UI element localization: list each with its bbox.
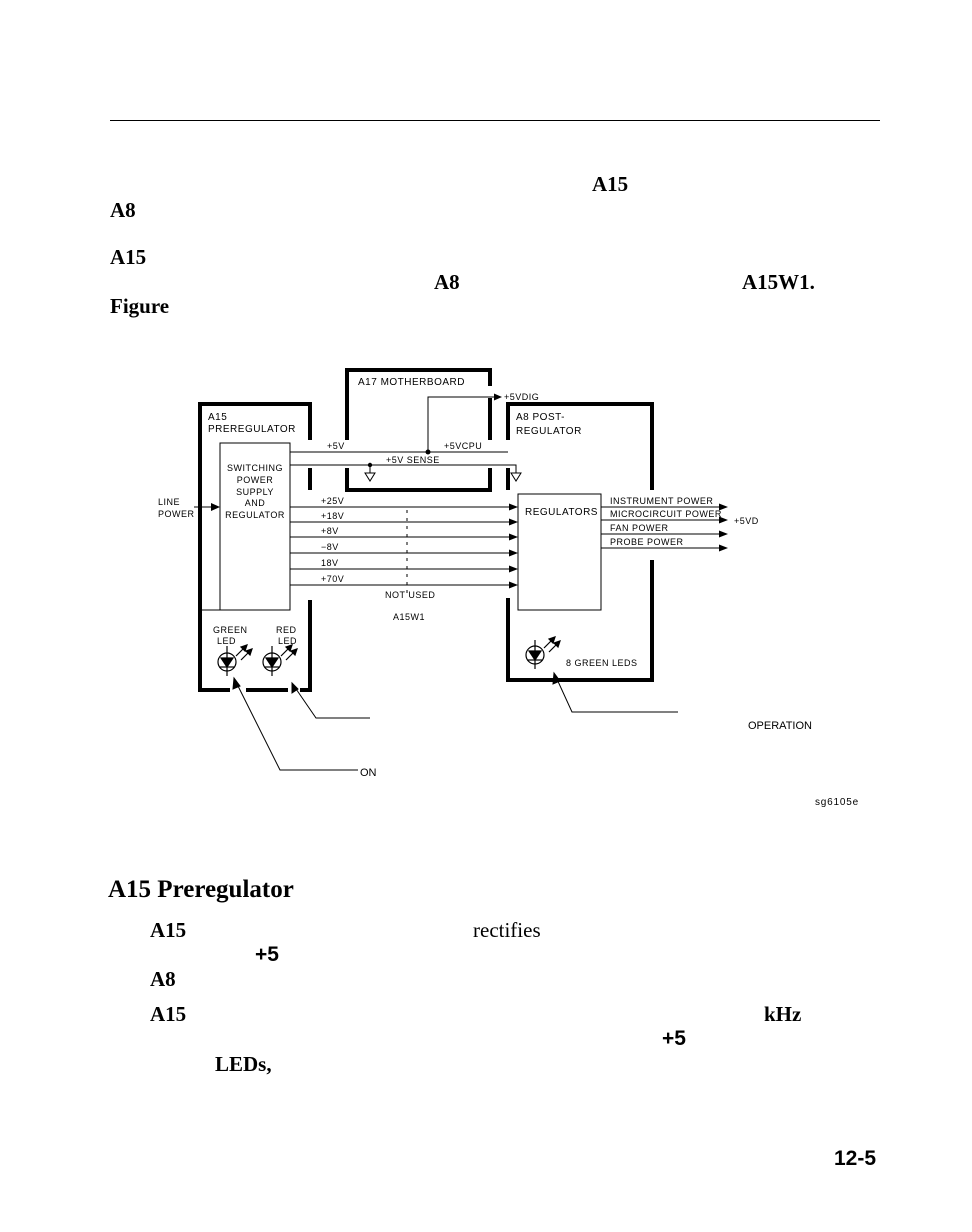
plus5v-label: +5V [327, 441, 345, 451]
supply-label: REGULATOR [225, 510, 285, 520]
text-fragment: +5 [255, 943, 279, 966]
output-power-lines: INSTRUMENT POWER MICROCIRCUIT POWER FAN PO… [601, 496, 728, 552]
text-fragment: rectifies [473, 918, 541, 942]
callout-lines [232, 671, 678, 771]
output-line: MICROCIRCUIT POWER [601, 509, 728, 524]
not-used-label: NOT USED [385, 590, 435, 600]
supply-label: AND [245, 498, 266, 508]
text-fragment: kHz [764, 1002, 802, 1026]
output-label: MICROCIRCUIT POWER [610, 509, 722, 519]
output-line: FAN POWER [601, 523, 728, 538]
output-label: FAN POWER [610, 523, 669, 533]
line-power-label: POWER [158, 509, 195, 519]
page-number: 12-5 [834, 1147, 877, 1170]
text-fragment: A15 [592, 172, 629, 196]
text-fragment: A15W1. [742, 270, 815, 294]
dc-rail: 18V [290, 558, 518, 573]
green-led-label: GREEN [213, 625, 248, 635]
output-line: INSTRUMENT POWER [601, 496, 728, 511]
a15-label: PREREGULATOR [208, 424, 296, 435]
on-callout: ON [360, 767, 377, 779]
header-rule [110, 120, 880, 121]
rail-label: +25V [321, 496, 344, 506]
red-led-label: LED [278, 636, 297, 646]
a8-leds-label: 8 GREEN LEDS [566, 658, 638, 668]
dc-rail: +18V [290, 511, 518, 526]
green-led-label: LED [217, 636, 236, 646]
output-label: PROBE POWER [610, 537, 684, 547]
dc-rail: +70V [290, 574, 518, 589]
rail-label: +18V [321, 511, 344, 521]
plus5vcpu-label: +5VCPU [444, 441, 482, 451]
rail-label: −8V [321, 542, 339, 552]
output-label: INSTRUMENT POWER [610, 496, 713, 506]
dc-rail: −8V [290, 542, 518, 557]
ground-icon [364, 472, 376, 482]
output-line: PROBE POWER [601, 537, 728, 552]
rail-label: +70V [321, 574, 344, 584]
supply-label: SWITCHING [227, 463, 283, 473]
regulators-block [517, 493, 602, 611]
supply-label: POWER [237, 475, 274, 485]
a8-green-led-icon [525, 636, 561, 669]
text-fragment: A15 [110, 245, 147, 269]
text-fragment: Figure [110, 294, 170, 318]
ground-icon [510, 472, 522, 482]
a8-label: A8 POST- [516, 412, 565, 423]
switching-supply-block [219, 442, 291, 611]
text-fragment: A8 [150, 967, 176, 991]
red-led-icon [262, 644, 298, 676]
text-fragment: A8 [110, 198, 136, 222]
regulators-label: REGULATORS [525, 507, 598, 518]
green-led-icon [217, 644, 253, 676]
power-supply-block-diagram: A17 MOTHERBOARD A15 PREREGULATOR SWITCHI… [158, 368, 859, 808]
dc-rails: +25V +18V +8V −8V 18V +70V [290, 496, 518, 589]
operation-callout: OPERATION [748, 720, 812, 732]
plus5v-sense-label: +5V SENSE [386, 455, 440, 465]
a8-label: REGULATOR [516, 426, 582, 437]
rail-label: +8V [321, 526, 339, 536]
plus5vd-label: +5VD [734, 516, 759, 526]
dc-rail: +8V [290, 526, 518, 541]
a15w1-label: A15W1 [393, 612, 425, 622]
text-fragment: A8 [434, 270, 460, 294]
dc-rail: +25V [290, 496, 518, 511]
supply-label: SUPPLY [236, 487, 274, 497]
section-heading: A15 Preregulator [108, 876, 294, 903]
text-fragment: +5 [662, 1027, 686, 1050]
a15-label: A15 [208, 412, 227, 423]
red-led-label: RED [276, 625, 297, 635]
a17-motherboard-frame [345, 368, 492, 492]
a15-preregulator-frame [198, 402, 312, 692]
line-power-label: LINE [158, 497, 180, 507]
plus5vdig-label: +5VDIG [504, 392, 539, 402]
motherboard-label: A17 MOTHERBOARD [358, 377, 465, 388]
text-fragment: A15 [150, 918, 187, 942]
a8-postregulator-frame [506, 402, 654, 682]
text-fragment: LEDs, [215, 1052, 272, 1076]
rail-label: 18V [321, 558, 339, 568]
text-fragment: A15 [150, 1002, 187, 1026]
figure-code: sg6105e [815, 797, 859, 808]
